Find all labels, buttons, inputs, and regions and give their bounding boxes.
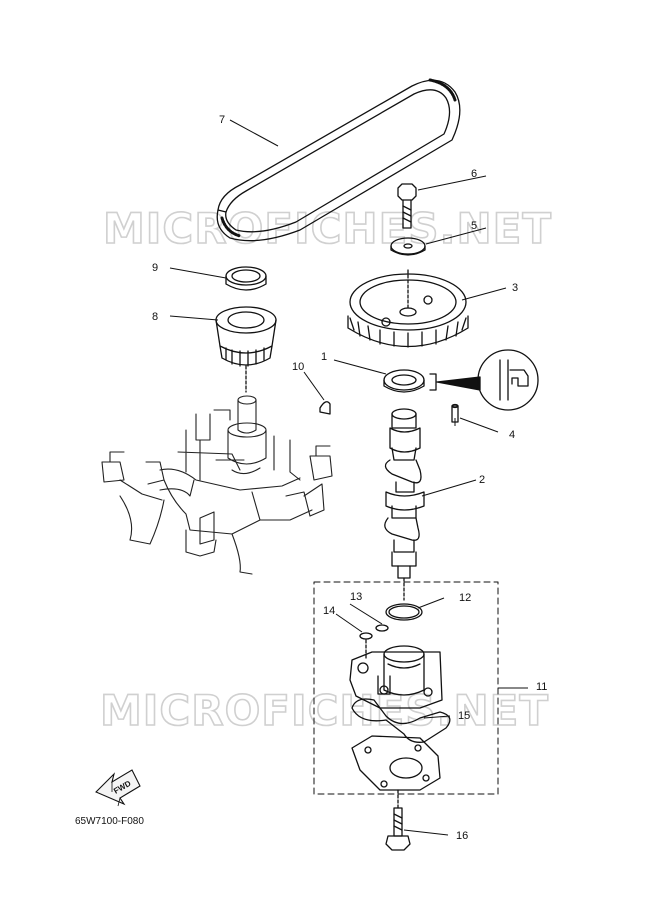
callout-1: 1 bbox=[321, 351, 327, 363]
watermark-top: MICROFICHES.NET bbox=[103, 204, 552, 253]
oil-seal-1 bbox=[383, 369, 437, 393]
timing-belt bbox=[216, 78, 461, 242]
camshaft-2 bbox=[384, 408, 425, 601]
oil-pump-cover bbox=[351, 735, 441, 791]
fwd-arrow-icon: FWD bbox=[95, 769, 141, 807]
o-ring-14 bbox=[359, 632, 373, 661]
callout-10: 10 bbox=[292, 361, 304, 373]
callout-12: 12 bbox=[459, 592, 471, 604]
callout-labels: 1 2 3 4 5 6 7 8 9 10 11 12 13 14 15 16 bbox=[152, 114, 547, 842]
key-10 bbox=[319, 401, 331, 415]
callout-8: 8 bbox=[152, 311, 158, 323]
callout-14: 14 bbox=[323, 605, 335, 617]
callout-7: 7 bbox=[219, 114, 225, 126]
callout-9: 9 bbox=[152, 262, 158, 274]
callout-4: 4 bbox=[509, 429, 515, 441]
leader-lines bbox=[169, 119, 528, 836]
watermark-bottom: MICROFICHES.NET bbox=[100, 686, 549, 735]
callout-11: 11 bbox=[536, 681, 547, 693]
dowel-pin-4 bbox=[451, 403, 459, 423]
washer-5 bbox=[390, 237, 426, 256]
bolt-6 bbox=[397, 183, 417, 229]
callout-3: 3 bbox=[512, 282, 518, 294]
gasket-15 bbox=[351, 698, 451, 743]
oil-pump-body bbox=[349, 645, 443, 709]
drawing-code: 65W7100-F080 bbox=[75, 816, 144, 827]
callout-5: 5 bbox=[471, 220, 477, 232]
seal-detail-bubble bbox=[436, 349, 539, 411]
callout-2: 2 bbox=[479, 474, 485, 486]
oil-seal-9 bbox=[225, 266, 267, 291]
callout-6: 6 bbox=[471, 168, 477, 180]
callout-16: 16 bbox=[456, 830, 468, 842]
o-ring-12 bbox=[385, 603, 423, 621]
screw-16 bbox=[385, 789, 411, 851]
callout-13: 13 bbox=[350, 591, 362, 603]
callout-15: 15 bbox=[458, 710, 470, 722]
bearing-housing-8 bbox=[215, 306, 277, 393]
camshaft-pulley-3 bbox=[347, 269, 469, 348]
cylinder-block-section bbox=[101, 395, 333, 575]
o-ring-13 bbox=[375, 624, 389, 632]
